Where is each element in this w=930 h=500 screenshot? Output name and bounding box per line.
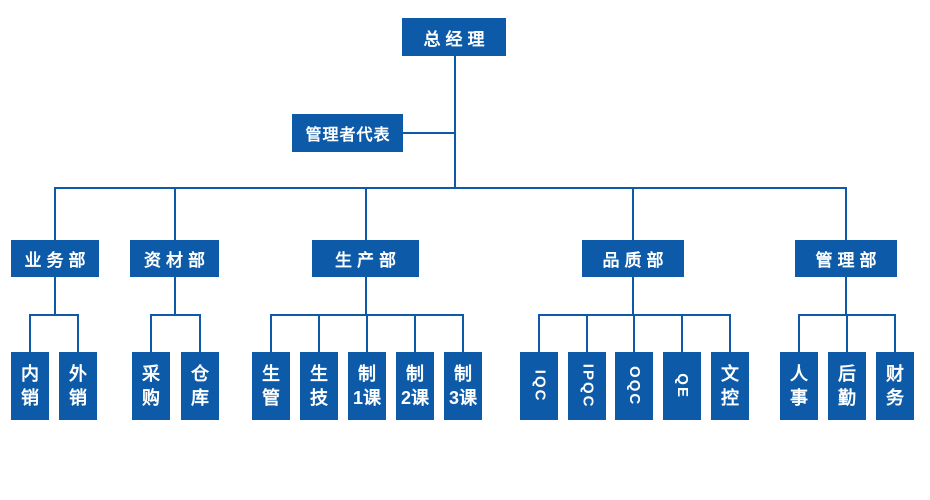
node-finance: 财 务 bbox=[876, 352, 914, 420]
node-hr: 人 事 bbox=[780, 352, 818, 420]
node-iqc-label: IQC bbox=[531, 369, 549, 403]
node-production-control: 生 管 bbox=[252, 352, 290, 420]
node-general-manager: 总经理 bbox=[402, 18, 506, 56]
node-dept-materials: 资材部 bbox=[130, 240, 219, 277]
node-ipqc: IPQC bbox=[568, 352, 606, 420]
node-ipqc-label: IPQC bbox=[579, 363, 597, 409]
node-manufacturing-section-3: 制 3课 bbox=[444, 352, 482, 420]
node-production-engineering: 生 技 bbox=[300, 352, 338, 420]
node-domestic-sales: 内 销 bbox=[11, 352, 49, 420]
node-manufacturing-section-2: 制 2课 bbox=[396, 352, 434, 420]
node-qe: QE bbox=[663, 352, 701, 420]
node-qe-label: QE bbox=[674, 373, 692, 399]
node-iqc: IQC bbox=[520, 352, 558, 420]
node-document-control: 文 控 bbox=[711, 352, 749, 420]
node-logistics: 后 勤 bbox=[828, 352, 866, 420]
node-oqc-label: OQC bbox=[626, 365, 644, 407]
node-dept-sales: 业务部 bbox=[11, 240, 99, 277]
node-oqc: OQC bbox=[615, 352, 653, 420]
node-dept-production: 生产部 bbox=[312, 240, 419, 277]
node-management-representative: 管理者代表 bbox=[292, 114, 403, 152]
node-warehouse: 仓 库 bbox=[181, 352, 219, 420]
node-dept-admin: 管理部 bbox=[795, 240, 897, 277]
node-manufacturing-section-1: 制 1课 bbox=[348, 352, 386, 420]
node-export-sales: 外 销 bbox=[59, 352, 97, 420]
node-dept-quality: 品质部 bbox=[582, 240, 684, 277]
node-purchasing: 采 购 bbox=[132, 352, 170, 420]
